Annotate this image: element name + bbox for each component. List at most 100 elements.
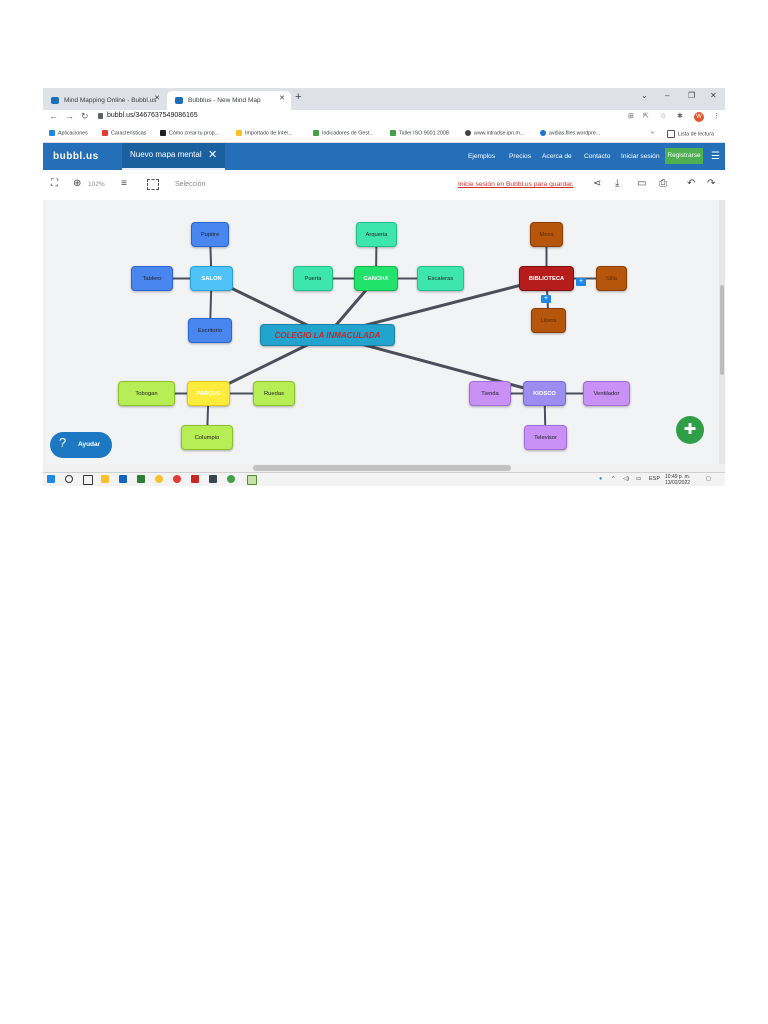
volume-icon[interactable]: ◁) bbox=[623, 476, 630, 482]
share-icon[interactable]: ⋖ bbox=[593, 178, 602, 189]
notes-icon[interactable] bbox=[247, 475, 257, 485]
extensions-icon[interactable]: ✱ bbox=[677, 113, 683, 120]
leaf-bubble-mesa[interactable]: Mesa bbox=[530, 222, 563, 247]
leaf-bubble-ruedas[interactable]: Ruedas bbox=[253, 381, 295, 406]
redo-icon[interactable]: ↷ bbox=[707, 178, 716, 189]
nav-precios[interactable]: Precios bbox=[509, 153, 531, 160]
branch-bubble-cancha[interactable]: CANCHA bbox=[354, 266, 398, 291]
new-tab-icon[interactable]: + bbox=[295, 91, 302, 103]
url-field[interactable]: bubbl.us/3467637549086165 bbox=[107, 112, 198, 119]
language-indicator[interactable]: ESP bbox=[649, 476, 661, 482]
help-button[interactable]: ? Ayudar bbox=[50, 432, 112, 458]
leaf-bubble-escaleras[interactable]: Escaleras bbox=[417, 266, 464, 291]
nav-acerca-de[interactable]: Acerca de bbox=[542, 153, 572, 160]
profile-avatar[interactable]: W bbox=[694, 112, 704, 122]
bubblus-logo[interactable]: bubbl.us bbox=[53, 151, 99, 162]
leaf-bubble-tienda[interactable]: Tienda bbox=[469, 381, 511, 406]
branch-bubble-salon[interactable]: SALON bbox=[190, 266, 233, 291]
network-icon[interactable]: ▭ bbox=[636, 476, 642, 482]
selection-label[interactable]: Selección bbox=[175, 181, 206, 188]
menu-lines-icon[interactable]: ≡ bbox=[121, 178, 127, 189]
zoom-level[interactable]: 102% bbox=[88, 181, 105, 188]
present-icon[interactable]: ▭ bbox=[637, 178, 647, 189]
zoom-icon[interactable]: ⊕ bbox=[73, 178, 82, 189]
leaf-bubble-arqueria[interactable]: Arqueria bbox=[356, 222, 397, 247]
reading-list[interactable]: Lista de lectura bbox=[667, 130, 714, 138]
bookmarks-overflow-icon[interactable]: » bbox=[651, 130, 654, 136]
help-tray-icon[interactable]: ● bbox=[599, 476, 603, 482]
branch-bubble-parque[interactable]: PARQUE bbox=[187, 381, 230, 406]
outlook-icon[interactable] bbox=[119, 475, 127, 483]
bookmark-caracteristicas[interactable]: Características bbox=[102, 130, 146, 136]
powerpoint-icon[interactable] bbox=[191, 475, 199, 483]
download-icon[interactable]: ⤓ bbox=[615, 178, 620, 189]
star-icon[interactable]: ☆ bbox=[660, 113, 667, 120]
horizontal-scrollbar[interactable] bbox=[43, 464, 725, 472]
share-page-icon[interactable]: ⇱ bbox=[643, 113, 649, 120]
app-icon[interactable] bbox=[173, 475, 181, 483]
bookmark-indicadores[interactable]: Indicadores de Gest... bbox=[313, 130, 374, 136]
add-bubble-button[interactable]: ✚ bbox=[676, 416, 704, 444]
reload-icon[interactable]: ↻ bbox=[81, 111, 89, 121]
nav-ejemplos[interactable]: Ejemplos bbox=[468, 153, 496, 160]
bookmark-wordpress[interactable]: avdias.files.wordpre... bbox=[540, 130, 600, 136]
bookmark-apps[interactable]: Aplicaciones bbox=[49, 130, 88, 136]
close-window-icon[interactable]: ✕ bbox=[710, 91, 717, 100]
nav-contacto[interactable]: Contacto bbox=[584, 153, 611, 160]
close-tab-icon[interactable]: ✕ bbox=[154, 95, 160, 102]
register-button[interactable]: Registrarse bbox=[665, 148, 703, 164]
bookmark-como-crear[interactable]: Cómo crear tu prop... bbox=[160, 130, 219, 136]
undo-icon[interactable]: ↶ bbox=[687, 178, 696, 189]
leaf-bubble-columpio[interactable]: Columpio bbox=[181, 425, 233, 450]
branch-bubble-kiosco[interactable]: KIOSCO bbox=[523, 381, 566, 406]
print-icon[interactable]: ⎙ bbox=[659, 178, 667, 189]
add-child-icon[interactable]: + bbox=[576, 278, 586, 286]
restore-icon[interactable]: ❐ bbox=[688, 91, 696, 100]
whatsapp-icon[interactable] bbox=[227, 475, 235, 483]
leaf-bubble-tobogan[interactable]: Tobogan bbox=[118, 381, 175, 406]
leaf-bubble-televisor[interactable]: Televisor bbox=[524, 425, 567, 450]
bookmark-intradse[interactable]: www.intradse.ipn.m... bbox=[465, 130, 524, 136]
vertical-scrollbar[interactable] bbox=[719, 200, 725, 464]
back-icon[interactable]: ← bbox=[49, 111, 58, 121]
tab-search-icon[interactable]: ⌄ bbox=[641, 91, 648, 100]
leaf-bubble-silla[interactable]: Silla bbox=[596, 266, 627, 291]
signin-to-save-link[interactable]: Inicie sesión en Bubbl.us para guardar. bbox=[458, 181, 574, 188]
translate-icon[interactable]: ⊞ bbox=[628, 113, 634, 120]
clock[interactable]: 10:49 p. m. 13/02/2022 bbox=[665, 474, 690, 486]
leaf-bubble-escritorio[interactable]: Escritorio bbox=[188, 318, 232, 343]
scroll-thumb[interactable] bbox=[720, 285, 724, 375]
forward-icon[interactable]: → bbox=[65, 111, 74, 121]
nav-iniciar-sesion[interactable]: Iniciar sesión bbox=[621, 153, 660, 160]
scroll-thumb[interactable] bbox=[253, 465, 511, 471]
leaf-bubble-libros[interactable]: Libros bbox=[531, 308, 566, 333]
minimize-icon[interactable]: – bbox=[665, 91, 670, 100]
central-topic-bubble[interactable]: COLEGIO LA INMACULADA bbox=[260, 324, 395, 346]
notifications-icon[interactable]: ▢ bbox=[706, 476, 712, 482]
bookmark-importado[interactable]: Importado de Inter... bbox=[236, 130, 292, 136]
file-explorer-icon[interactable] bbox=[101, 475, 109, 483]
chrome-icon[interactable] bbox=[155, 475, 163, 483]
fit-screen-icon[interactable]: ⛶ bbox=[51, 178, 58, 189]
tab-mind-mapping[interactable]: Mind Mapping Online - Bubbl.us ✕ bbox=[43, 91, 166, 110]
leaf-bubble-pupitre[interactable]: Pupitre bbox=[191, 222, 229, 247]
branch-bubble-biblioteca[interactable]: BIBLIOTECA bbox=[519, 266, 574, 291]
close-map-icon[interactable]: ✕ bbox=[208, 149, 218, 161]
chevron-up-icon[interactable]: ^ bbox=[612, 476, 615, 482]
selection-icon[interactable] bbox=[147, 179, 159, 190]
search-icon[interactable] bbox=[65, 475, 73, 483]
close-tab-icon[interactable]: ✕ bbox=[279, 95, 285, 102]
leaf-bubble-ventilador[interactable]: Ventilador bbox=[583, 381, 630, 406]
bookmark-taller-iso[interactable]: Taller ISO 9001 2008 bbox=[390, 130, 449, 136]
map-tab[interactable]: Nuevo mapa mental ✕ bbox=[122, 143, 225, 170]
excel-icon[interactable] bbox=[137, 475, 145, 483]
tab-new-mind-map[interactable]: Bubblus - New Mind Map ✕ bbox=[167, 91, 291, 110]
browser-menu-icon[interactable]: ⋮ bbox=[713, 113, 720, 120]
leaf-bubble-tablero[interactable]: Tablero bbox=[131, 266, 173, 291]
hamburger-menu-icon[interactable]: ☰ bbox=[711, 151, 720, 162]
task-view-icon[interactable] bbox=[83, 475, 93, 485]
add-sibling-icon[interactable]: + bbox=[541, 295, 551, 303]
photos-icon[interactable] bbox=[209, 475, 217, 483]
leaf-bubble-puerta[interactable]: Puerta bbox=[293, 266, 333, 291]
